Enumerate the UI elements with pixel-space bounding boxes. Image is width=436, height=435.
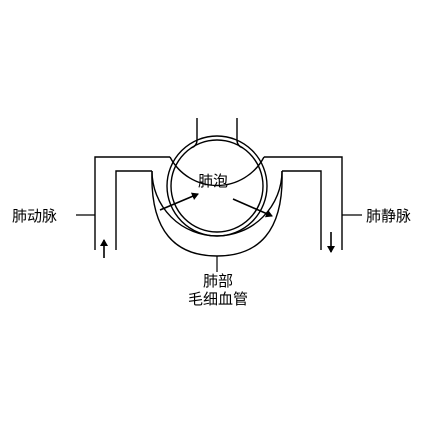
pulmonary-vein-inner-wall: [282, 170, 322, 250]
capillary-inner-wall: [169, 156, 265, 187]
capillary-outer-wall: [151, 170, 283, 237]
co2-out-arrow: [232, 198, 273, 218]
alveolus-inner-wall: [170, 139, 264, 233]
capillary-label-line1: 肺部: [202, 272, 233, 290]
pulmonary-vein-label: 肺静脉: [366, 207, 412, 225]
capillary-label-line2: 毛细血管: [187, 290, 248, 308]
pulmonary-artery-outer-wall: [94, 156, 170, 250]
pulmonary-artery-inner-wall: [115, 170, 152, 250]
alveolus-label: 肺泡: [198, 172, 229, 190]
oxygen-in-arrow: [159, 192, 199, 211]
pulmonary-artery-label: 肺动脉: [12, 207, 58, 225]
capillary-label: 肺部 毛细血管: [176, 272, 260, 308]
pulmonary-vein-outer-wall: [264, 156, 343, 250]
